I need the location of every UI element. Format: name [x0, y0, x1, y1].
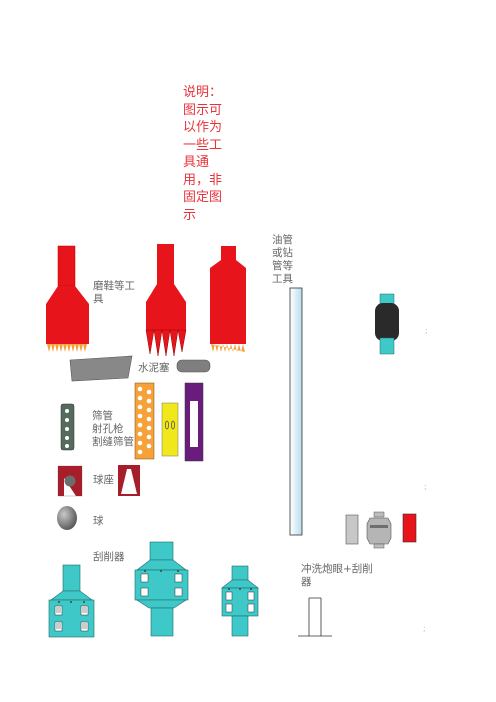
ball-label: 球 — [93, 515, 104, 527]
mill-shoe-label: 磨鞋等工具 — [93, 280, 135, 305]
screen-label: 筛管 — [92, 410, 113, 422]
slotted-screen-label: 割缝筛管 — [92, 436, 134, 448]
svg-text:;: ; — [425, 326, 428, 335]
perforating-gun-label: 射孔枪 — [92, 423, 124, 435]
flush-scraper-label: 冲洗炮眼+刮削器 — [301, 563, 373, 588]
svg-text:;: ; — [424, 482, 427, 491]
ball-seat-label: 球座 — [93, 474, 114, 486]
tubing-label: 油管或钻管等工具 — [272, 234, 293, 285]
explanation-note: 说明：图示可以作为一些工具通用，非固定图示 — [183, 85, 223, 223]
scraper-label: 刮削器 — [93, 551, 125, 563]
cement-plug-label: 水泥塞 — [138, 362, 170, 374]
svg-text:;: ; — [423, 624, 426, 633]
